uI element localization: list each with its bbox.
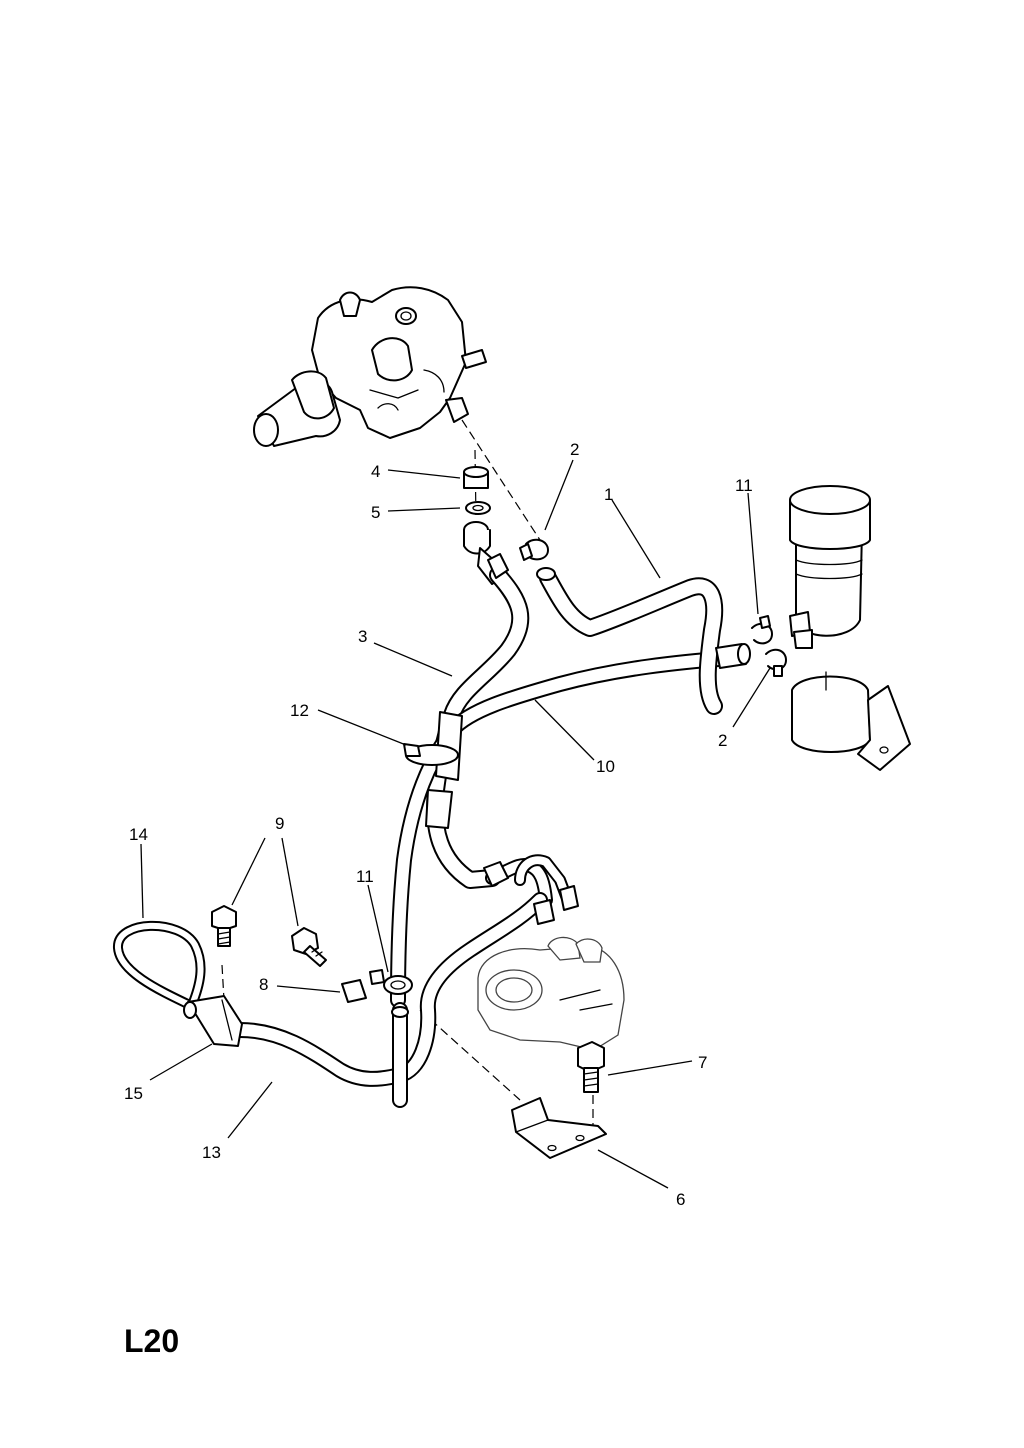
- steering-gear-housing: [477, 936, 625, 1051]
- washer-4: [463, 466, 489, 489]
- callout-14: 14: [129, 825, 148, 844]
- washer-5: [465, 501, 491, 515]
- diagram-code: L20: [124, 1323, 179, 1359]
- callout-7: 7: [698, 1053, 707, 1072]
- callout-4: 4: [371, 462, 380, 481]
- leader-lines: [140, 459, 771, 1189]
- hose-clamp-11-upper: [751, 615, 773, 645]
- callout-8: 8: [259, 975, 268, 994]
- guide-line-bolt-9: [221, 964, 225, 1001]
- callout-5: 5: [371, 503, 380, 522]
- callout-6: 6: [676, 1190, 685, 1209]
- callout-13: 13: [202, 1143, 221, 1162]
- hose-clamp-2-right: [765, 648, 787, 677]
- callout-15: 15: [124, 1084, 143, 1103]
- callout-3: 3: [358, 627, 367, 646]
- bolt-9-b: [291, 927, 327, 967]
- hose-clamp-11-lower: [369, 969, 413, 995]
- pipe-clamp-block-15: [183, 995, 243, 1047]
- callout-11-lower: 11: [356, 867, 374, 886]
- bolt-7: [577, 1041, 605, 1093]
- reservoir-bracket: [791, 671, 911, 771]
- mounting-bracket-6: [511, 1097, 607, 1159]
- callout-1: 1: [604, 485, 613, 504]
- guide-line-pump-to-clamp: [461, 419, 541, 541]
- clip-8: [341, 979, 367, 1003]
- callout-11-upper: 11: [735, 476, 753, 495]
- fluid-reservoir: [789, 485, 871, 649]
- hose-clip-12: [403, 743, 459, 766]
- pipe-union-nuts: [483, 553, 579, 925]
- callout-labels: 1 2 2 3 4 5 6 7 8 9 10 11 11 12 13 14 15: [124, 440, 753, 1209]
- callout-12: 12: [290, 701, 309, 720]
- callout-2-upper: 2: [570, 440, 579, 459]
- steering-pump-illustration: [253, 286, 487, 447]
- callout-2-right: 2: [718, 731, 727, 750]
- callout-10: 10: [596, 757, 615, 776]
- guide-line-bracket: [419, 1009, 521, 1101]
- hose-clamp-2-upper: [519, 538, 549, 561]
- bolt-9-a: [211, 905, 237, 947]
- callout-9: 9: [275, 814, 284, 833]
